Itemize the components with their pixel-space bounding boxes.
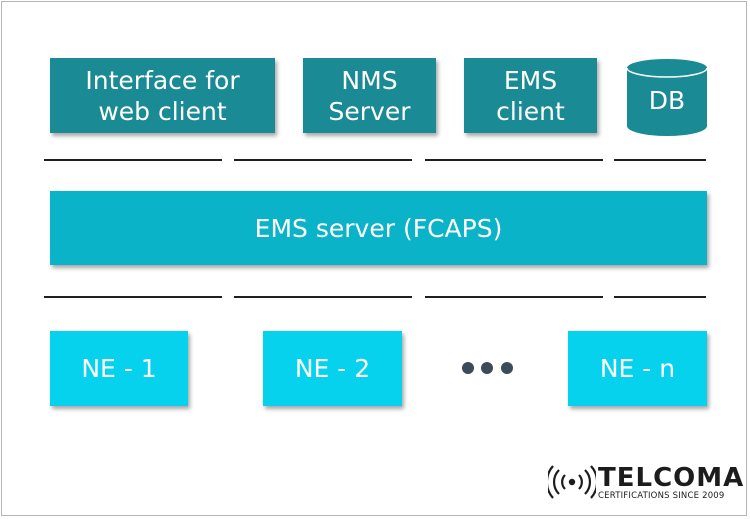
separator-line xyxy=(614,296,706,298)
separator-line xyxy=(234,296,412,298)
database-label: DB xyxy=(648,86,686,115)
telcoma-logo: TELCOMA CERTIFICATIONS SINCE 2009 xyxy=(548,462,743,502)
nms-server-box: NMS Server xyxy=(303,58,436,133)
web-client-interface-box: Interface for web client xyxy=(50,58,275,133)
separator-line xyxy=(425,159,603,161)
separator-line xyxy=(234,159,412,161)
logo-tagline: CERTIFICATIONS SINCE 2009 xyxy=(598,491,725,501)
separator-line xyxy=(44,296,222,298)
ems-client-box: EMS client xyxy=(464,58,597,133)
network-element-n: NE - n xyxy=(568,331,707,406)
separator-line xyxy=(44,159,222,161)
separator-line xyxy=(425,296,603,298)
database-cylinder: DB xyxy=(626,58,708,138)
ellipsis-dot xyxy=(501,362,513,374)
separator-line xyxy=(614,159,706,161)
signal-icon xyxy=(548,465,596,499)
logo-name: TELCOMA xyxy=(598,463,745,493)
ems-server-bar: EMS server (FCAPS) xyxy=(50,191,707,265)
ellipsis-dot xyxy=(481,362,493,374)
network-element-2: NE - 2 xyxy=(263,331,402,406)
network-element-1: NE - 1 xyxy=(50,331,188,406)
database-icon xyxy=(626,59,708,136)
ellipsis-dot xyxy=(462,362,474,374)
